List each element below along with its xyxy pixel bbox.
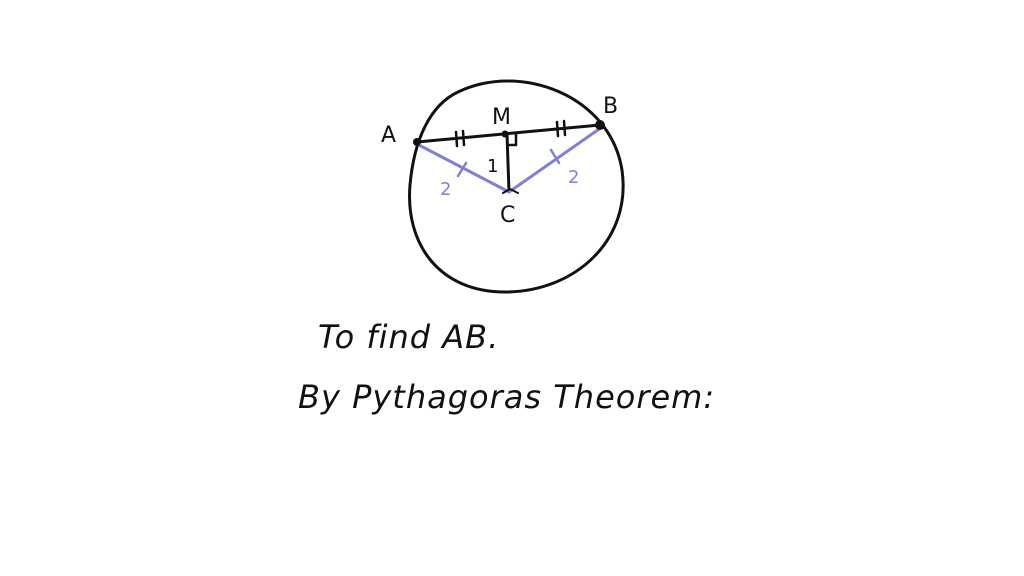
point-a xyxy=(413,138,421,146)
chord-ab xyxy=(415,123,602,144)
tick-mark-ac xyxy=(456,161,468,178)
length-mc: 1 xyxy=(487,156,498,177)
label-m: M xyxy=(492,105,511,130)
label-b: B xyxy=(603,94,618,119)
label-c: C xyxy=(500,203,515,228)
label-a: A xyxy=(381,123,396,148)
tick-mark-bc xyxy=(549,148,561,165)
point-m xyxy=(501,130,509,138)
right-angle-marker xyxy=(507,134,518,147)
equal-tick-marks-mb xyxy=(555,119,567,138)
point-b xyxy=(595,120,605,130)
circle xyxy=(408,79,625,294)
length-bc: 2 xyxy=(568,167,579,188)
vertex-mark-c xyxy=(502,187,519,194)
length-ac: 2 xyxy=(440,179,451,200)
segment-mc xyxy=(505,132,511,194)
note-to-find-ab: To find AB. xyxy=(318,318,500,356)
equal-tick-marks-am xyxy=(454,129,466,148)
note-pythagoras-theorem: By Pythagoras Theorem: xyxy=(298,378,716,416)
